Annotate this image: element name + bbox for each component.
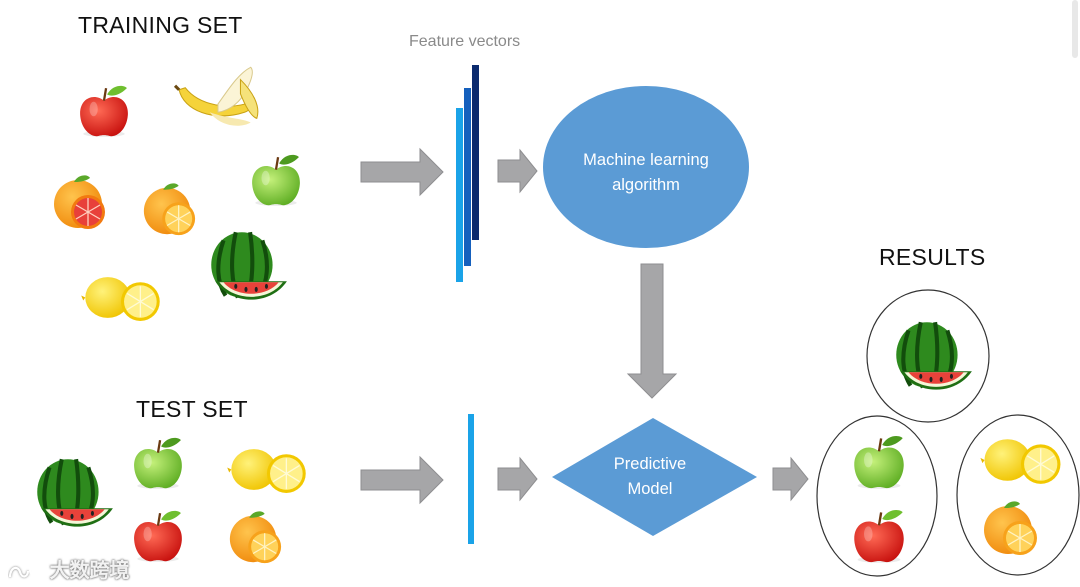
predictive-model-diamond — [552, 418, 757, 536]
result-cluster-apples — [816, 415, 938, 577]
predictive-line2: Model — [627, 480, 673, 498]
ml-algorithm-label: Machine learning algorithm — [546, 148, 746, 198]
watermark-logo-icon — [8, 563, 44, 581]
watermelon-icon — [37, 459, 113, 526]
feature-vector-bar — [456, 108, 463, 282]
red-apple-icon — [132, 509, 184, 564]
arrow-right-icon — [497, 456, 538, 502]
training-set-heading: TRAINING SET — [78, 12, 243, 38]
grapefruit-icon — [53, 174, 106, 230]
feature-vector-bar — [464, 88, 471, 266]
feature-vector-bar — [468, 414, 474, 544]
orange-icon — [229, 510, 282, 564]
ml-algorithm-line2: algorithm — [612, 176, 680, 194]
predictive-line1: Predictive — [613, 455, 687, 473]
lemon-icon — [226, 448, 307, 494]
ml-algorithm-ellipse — [543, 86, 749, 248]
arrow-right-icon — [772, 456, 809, 502]
banana-icon — [174, 65, 260, 128]
watermelon-icon — [211, 232, 287, 299]
scrollbar[interactable] — [1072, 0, 1078, 58]
arrow-right-icon — [497, 148, 538, 194]
arrow-right-icon — [360, 147, 444, 197]
orange-icon — [143, 182, 196, 236]
arrow-right-icon — [360, 455, 444, 505]
arrow-down-icon — [626, 263, 678, 399]
test-set-heading: TEST SET — [136, 396, 248, 422]
feature-vectors-caption: Feature vectors — [409, 33, 521, 50]
watermark: 大数跨境 — [8, 554, 130, 583]
feature-vector-bar — [472, 65, 479, 240]
ml-algorithm-line1: Machine learning — [583, 151, 709, 169]
lemon-icon — [80, 276, 161, 322]
watermark-text: 大数跨境 — [49, 560, 130, 582]
green-apple-icon — [250, 153, 302, 208]
red-apple-icon — [78, 84, 130, 139]
green-apple-icon — [132, 436, 184, 491]
results-heading: RESULTS — [879, 244, 986, 270]
predictive-model-label: Predictive Model — [560, 452, 740, 502]
